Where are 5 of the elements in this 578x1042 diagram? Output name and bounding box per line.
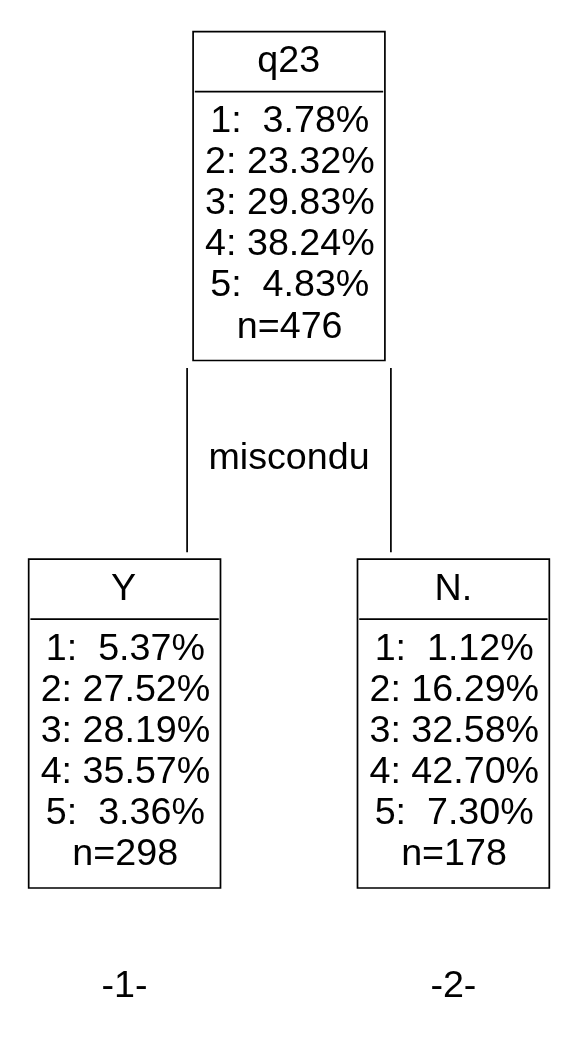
node-label: -2- <box>430 962 477 1005</box>
connector <box>186 366 188 553</box>
label: miscondu <box>208 434 370 477</box>
connector <box>390 366 392 553</box>
node-label: -1- <box>101 962 148 1005</box>
